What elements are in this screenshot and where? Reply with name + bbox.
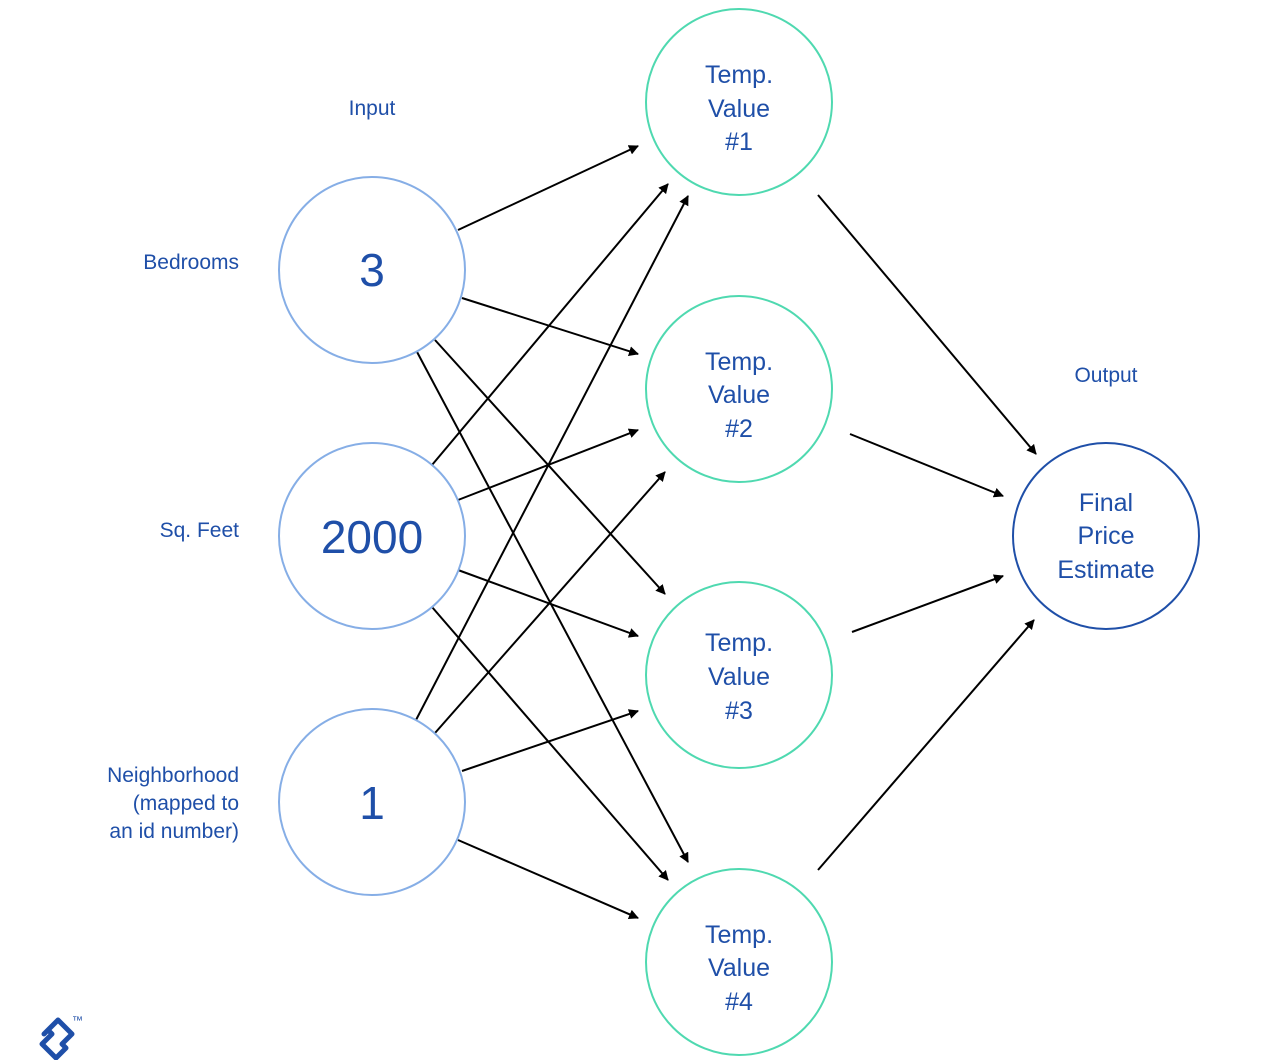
hidden-2-line2: Value bbox=[708, 381, 770, 409]
hidden-3-line3: #3 bbox=[725, 697, 753, 725]
output-header: Output bbox=[1074, 364, 1137, 387]
edge-temp4-to-output bbox=[817, 619, 1035, 871]
edge-bedrooms-to-temp1 bbox=[457, 145, 639, 231]
input-node-neighborhood: 1 bbox=[278, 708, 466, 896]
input-label-sqfeet: Sq. Feet bbox=[160, 519, 240, 542]
hidden-4-line2: Value bbox=[708, 954, 770, 982]
edge-sqfeet-to-temp1 bbox=[431, 183, 669, 466]
hidden-1-line2: Value bbox=[708, 95, 770, 123]
hidden-circle bbox=[645, 868, 833, 1056]
edge-bedrooms-to-temp4 bbox=[415, 349, 689, 863]
hidden-2-line1: Temp. bbox=[705, 348, 773, 376]
input-value-bedrooms: 3 bbox=[359, 244, 385, 296]
edge-temp1-to-output bbox=[817, 194, 1037, 455]
edge-sqfeet-to-temp4 bbox=[431, 606, 669, 881]
hidden-1-line1: Temp. bbox=[705, 61, 773, 89]
hidden-4-line3: #4 bbox=[725, 988, 753, 1016]
input-label-neighborhood-line1: Neighborhood bbox=[107, 764, 239, 787]
input-circle bbox=[278, 442, 466, 630]
hidden-node-4: Temp. Value #4 bbox=[645, 868, 833, 1056]
trademark-symbol: ™ bbox=[72, 1015, 83, 1027]
input-circle bbox=[278, 176, 466, 364]
edge-neighborhood-to-temp2 bbox=[434, 471, 666, 734]
input-label-neighborhood-line3: an id number) bbox=[109, 820, 239, 843]
input-circle bbox=[278, 708, 466, 896]
hidden-circle bbox=[645, 295, 833, 483]
input-value-sqfeet: 2000 bbox=[321, 511, 423, 563]
hidden-2-line3: #2 bbox=[725, 415, 753, 443]
hidden-circle bbox=[645, 8, 833, 196]
hidden-node-2: Temp. Value #2 bbox=[645, 295, 833, 483]
edges-group bbox=[415, 145, 1037, 920]
edge-temp2-to-output bbox=[849, 433, 1004, 498]
input-node-sqfeet: 2000 bbox=[278, 442, 466, 630]
edge-temp3-to-output bbox=[851, 574, 1004, 633]
output-line2: Price bbox=[1078, 522, 1135, 550]
hidden-3-line1: Temp. bbox=[705, 629, 773, 657]
edge-neighborhood-to-temp4 bbox=[457, 839, 639, 920]
hidden-3-line2: Value bbox=[708, 663, 770, 691]
input-header: Input bbox=[349, 97, 396, 120]
toptal-logo-icon: ™ bbox=[39, 1015, 83, 1060]
input-label-bedrooms: Bedrooms bbox=[143, 251, 239, 274]
hidden-node-3: Temp. Value #3 bbox=[645, 581, 833, 769]
output-circle bbox=[1012, 442, 1200, 630]
input-label-neighborhood-line2: (mapped to bbox=[133, 792, 239, 815]
edge-neighborhood-to-temp1 bbox=[415, 195, 689, 721]
input-value-neighborhood: 1 bbox=[359, 777, 385, 829]
hidden-node-1: Temp. Value #1 bbox=[645, 8, 833, 196]
hidden-4-line1: Temp. bbox=[705, 921, 773, 949]
output-line1: Final bbox=[1079, 489, 1133, 517]
edge-neighborhood-to-temp3 bbox=[461, 709, 639, 772]
output-node: Final Price Estimate bbox=[1012, 442, 1200, 630]
input-node-bedrooms: 3 bbox=[278, 176, 466, 364]
output-line3: Estimate bbox=[1057, 556, 1154, 584]
edge-sqfeet-to-temp3 bbox=[457, 569, 639, 638]
hidden-circle bbox=[645, 581, 833, 769]
hidden-1-line3: #1 bbox=[725, 128, 753, 156]
edge-bedrooms-to-temp3 bbox=[434, 339, 666, 595]
